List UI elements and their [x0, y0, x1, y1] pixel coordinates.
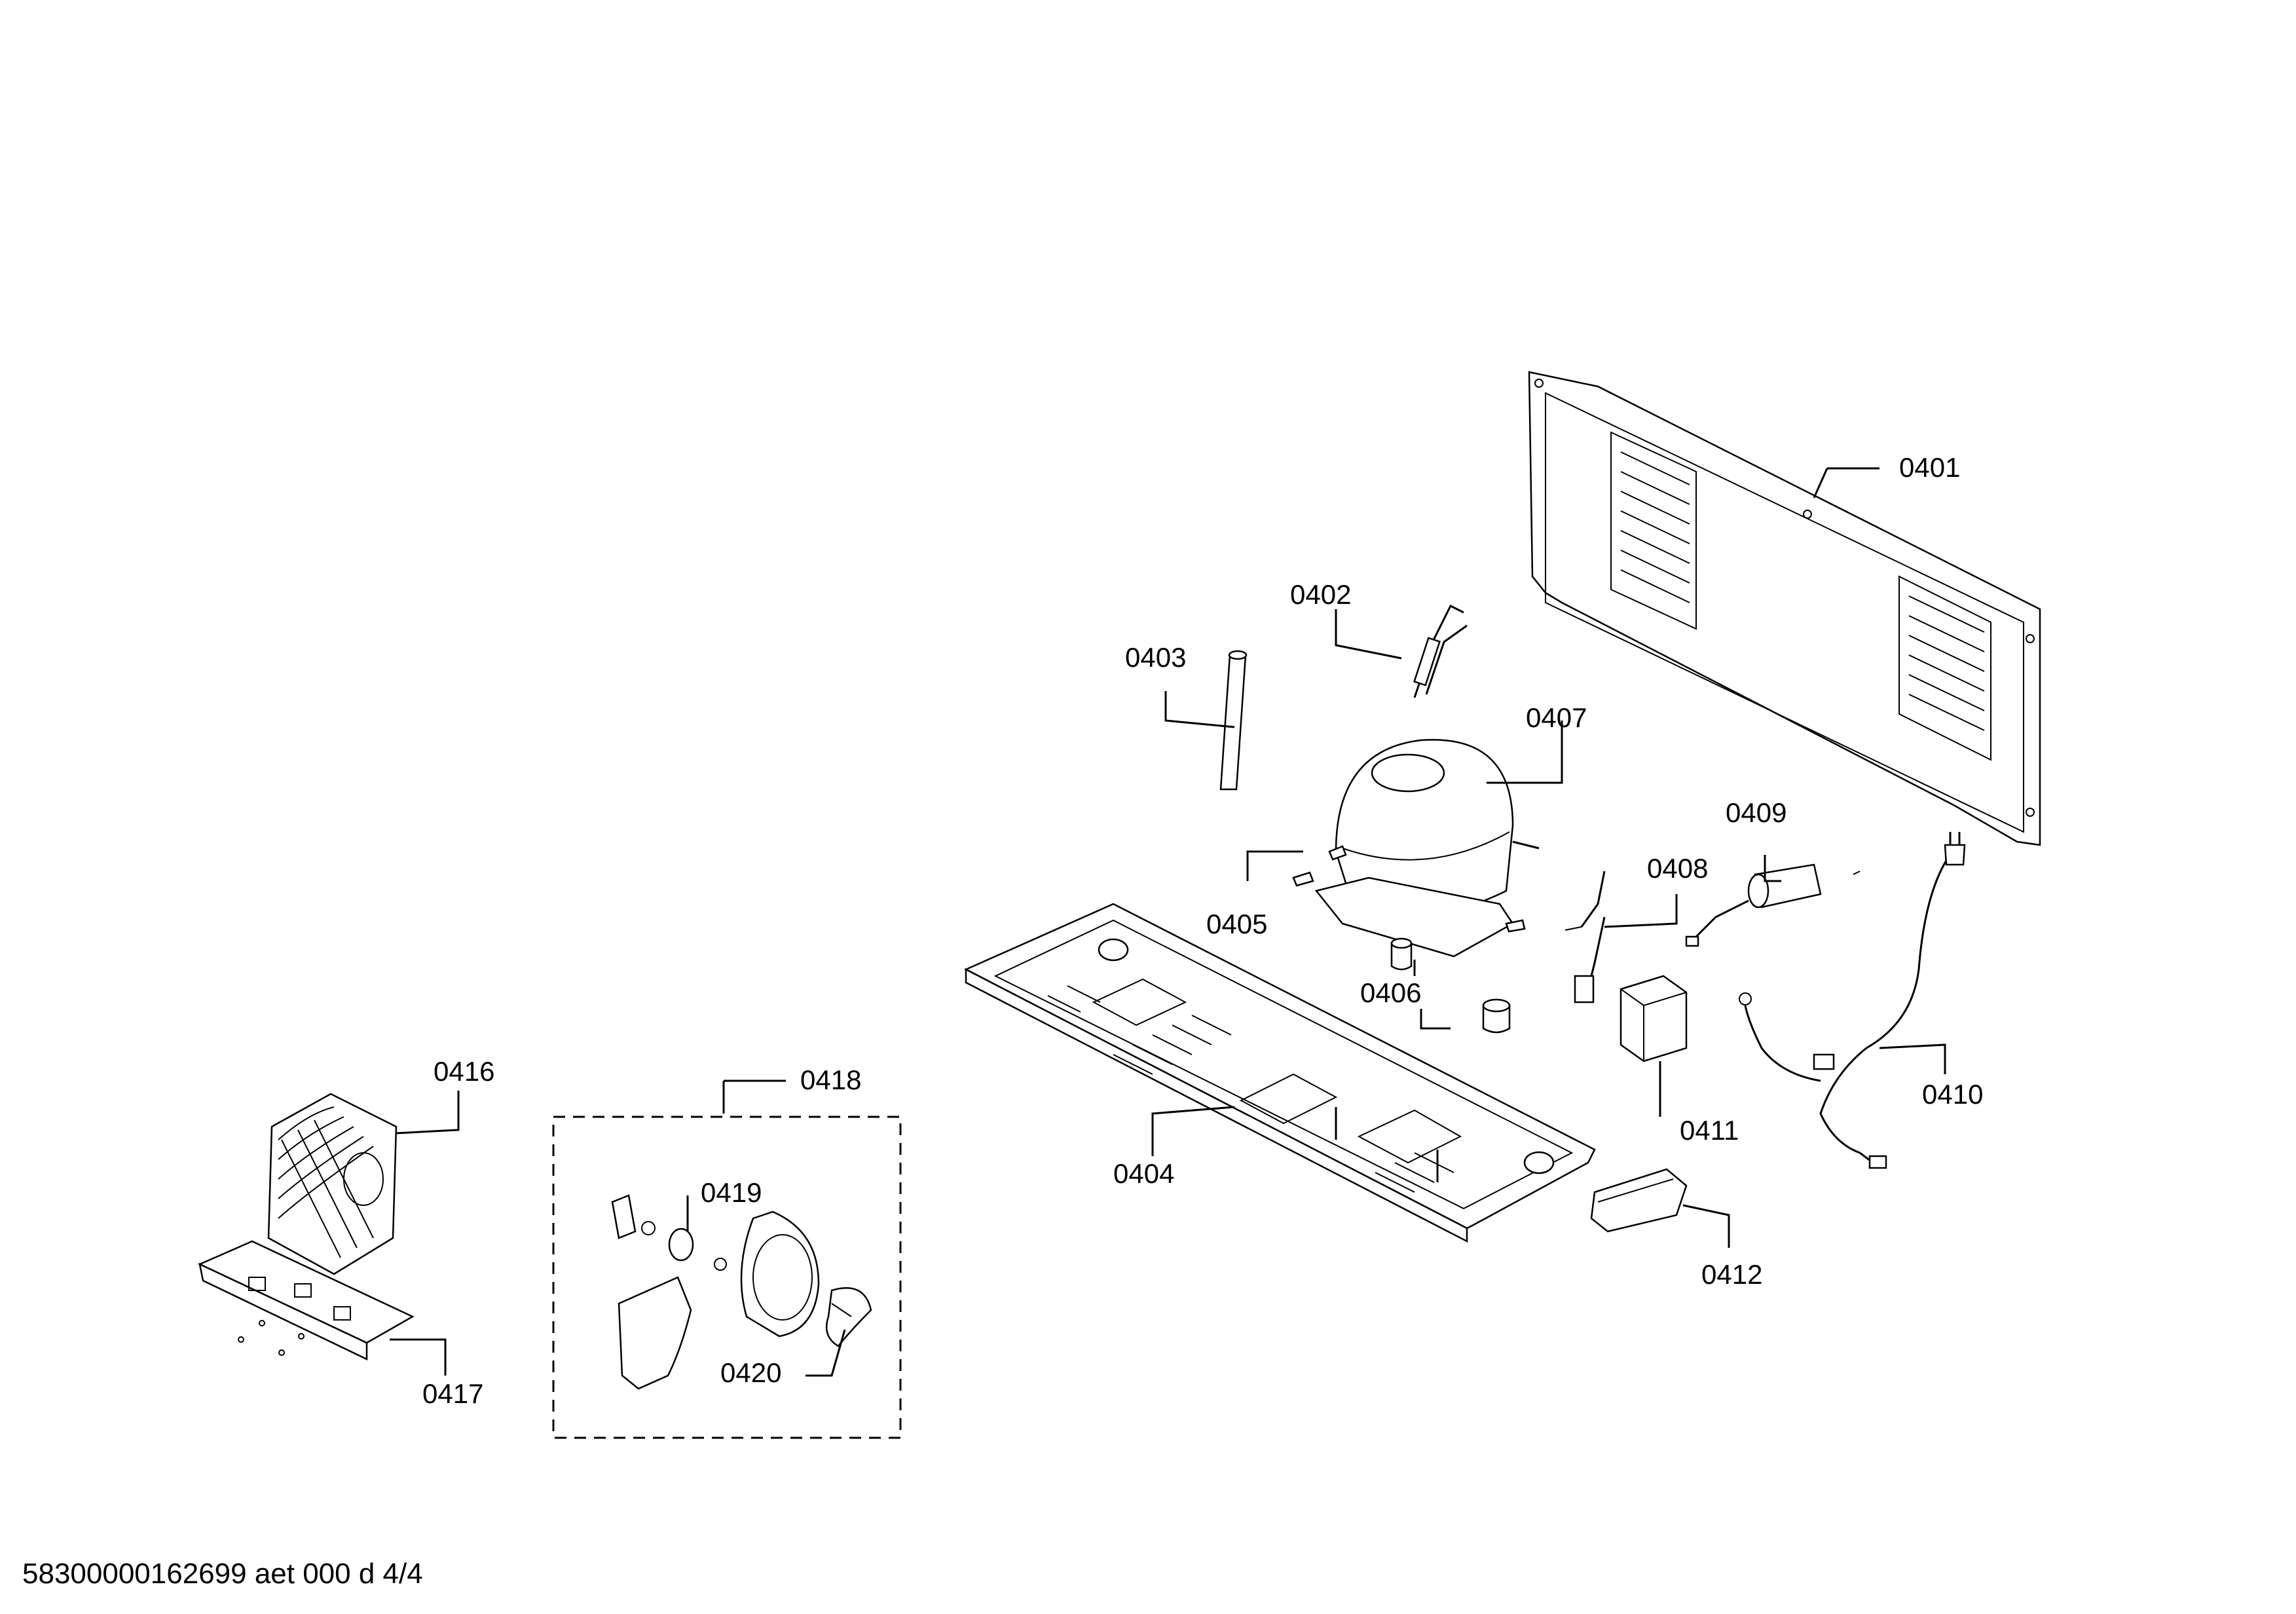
callout-0406: 0406 [1360, 977, 1421, 1008]
callout-0416: 0416 [434, 1056, 494, 1087]
part-relay [1685, 863, 1861, 947]
callout-0405: 0405 [1206, 909, 1267, 939]
callout-0404: 0404 [1113, 1158, 1174, 1189]
leader-lines [390, 467, 1946, 1377]
part-power-cord [1739, 832, 1966, 1169]
callout-0411: 0411 [1680, 1115, 1739, 1146]
callout-0417: 0417 [422, 1378, 483, 1409]
callout-0412: 0412 [1701, 1259, 1762, 1290]
callout-0407: 0407 [1526, 702, 1587, 733]
part-base-plate [964, 903, 1596, 1243]
part-wiring-harness [1565, 871, 1606, 1004]
callout-0419: 0419 [701, 1177, 762, 1208]
callout-0408: 0408 [1647, 853, 1708, 884]
part-fan-blade [825, 1287, 872, 1347]
part-cover-cap [1590, 1168, 1688, 1233]
part-fan-shroud [618, 1210, 820, 1390]
part-evaporator [267, 1093, 398, 1275]
group-box-fan-assembly [552, 1116, 902, 1439]
document-reference-footer: 58300000162699 aet 000 d 4/4 [22, 1558, 423, 1590]
part-control-box [1620, 975, 1688, 1062]
callout-0418: 0418 [800, 1064, 861, 1095]
callout-labels: 0401 0402 0403 0404 0405 0406 0407 0408 … [422, 452, 1983, 1409]
part-valve-tube [1413, 604, 1468, 698]
part-compressor [1314, 739, 1540, 958]
callout-0409: 0409 [1726, 797, 1787, 828]
part-straight-tube [1219, 650, 1248, 791]
callout-0420: 0420 [720, 1357, 781, 1388]
callout-0410: 0410 [1922, 1079, 1983, 1110]
part-fan-motor [611, 1194, 727, 1271]
callout-0402: 0402 [1290, 579, 1351, 610]
callout-0401: 0401 [1899, 452, 1960, 483]
callout-0403: 0403 [1125, 642, 1186, 673]
part-clips [1292, 845, 1526, 933]
part-rear-cover-panel [1528, 371, 2041, 846]
part-tray [197, 1240, 415, 1361]
